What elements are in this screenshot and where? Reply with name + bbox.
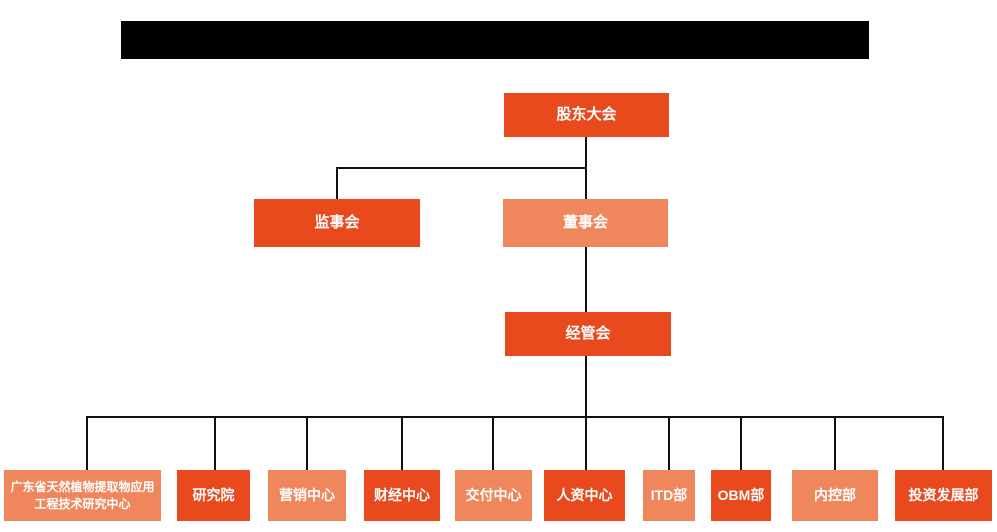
org-node-dept-marketing-center: 营销中心 <box>268 470 346 521</box>
org-node-dept-research-center: 广东省天然植物提取物应用工程技术研究中心 <box>4 470 161 521</box>
org-node-dept-research-institute: 研究院 <box>177 470 250 521</box>
org-node-management-committee: 经管会 <box>505 312 671 356</box>
org-node-supervisory-board: 监事会 <box>254 199 420 247</box>
org-node-dept-finance-center: 财经中心 <box>364 470 440 521</box>
org-node-dept-investment-development: 投资发展部 <box>895 470 992 521</box>
org-node-dept-obm: OBM部 <box>711 470 771 521</box>
org-node-board-of-directors: 董事会 <box>503 199 668 247</box>
org-node-dept-delivery-center: 交付中心 <box>455 470 532 521</box>
org-node-shareholders-meeting: 股东大会 <box>504 93 669 137</box>
redacted-title-bar <box>121 21 869 59</box>
org-node-dept-hr-center: 人资中心 <box>544 470 625 521</box>
org-node-dept-internal-control: 内控部 <box>792 470 878 521</box>
org-node-dept-itd: ITD部 <box>643 470 695 521</box>
